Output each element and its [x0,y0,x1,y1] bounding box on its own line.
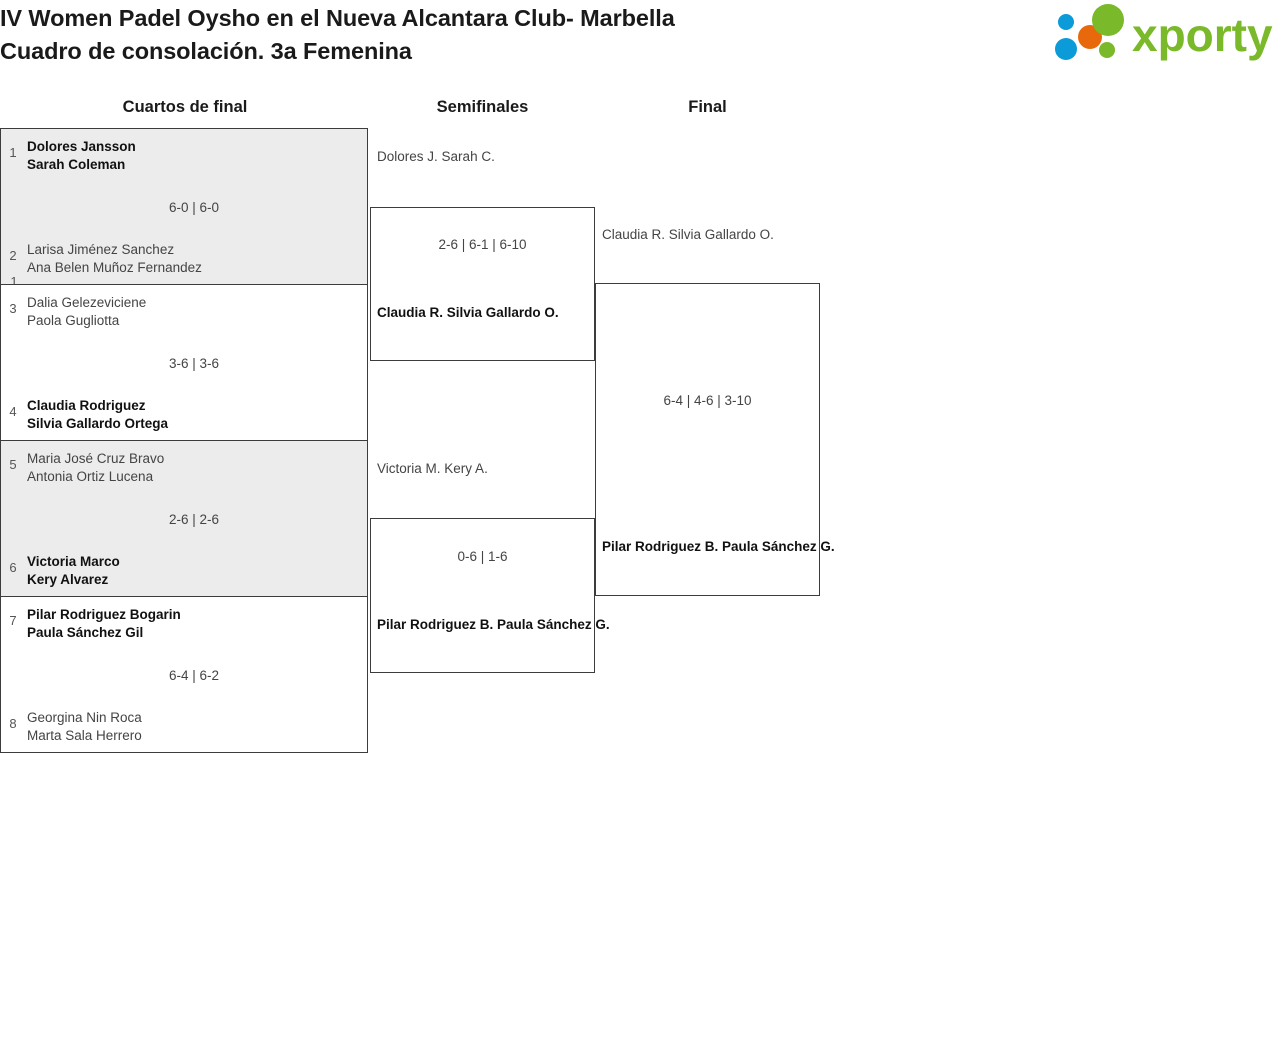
page-header: IV Women Padel Oysho en el Nueva Alcanta… [0,0,1280,88]
player-name: Claudia Rodriguez [27,398,146,413]
player-name: Claudia R. [377,305,444,320]
player-name: Claudia R. [602,227,666,242]
team-slot-bottom: Claudia Rodriguez Silvia Gallardo Ortega [27,397,361,433]
seed-label-1: 1 [9,145,17,160]
team-slot-top: Dolores Jansson Sarah Coleman [27,138,361,174]
xporty-logo-icon: xporty [1055,4,1273,61]
semifinal-1-score: 2-6 | 6-1 | 6-10 [438,237,527,252]
semifinal-1-team-top: Dolores J. Sarah C. [377,148,495,166]
page-title-line-2: Cuadro de consolación. 3a Femenina [0,38,412,64]
round-header-final: Final [688,98,727,116]
player-name: Paula Sánchez Gil [27,625,144,640]
team-slot-bottom: Larisa Jiménez Sanchez Ana Belen Muñoz F… [27,241,361,277]
semifinal-2-team-bottom: Pilar Rodriguez B. Paula Sánchez G. [377,616,610,634]
player-name: Maria José Cruz Bravo [27,451,165,466]
player-name: Larisa Jiménez Sanchez [27,242,175,257]
player-name: Paola Gugliotta [27,313,120,328]
seed-number: 1 [10,274,18,289]
player-name: Dalia Gelezeviciene [27,295,147,310]
match-final[interactable] [595,283,820,596]
player-name: Kery Alvarez [27,572,109,587]
page-title: IV Women Padel Oysho en el Nueva Alcanta… [0,2,900,68]
player-name: Paula Sánchez G. [722,539,835,554]
match-score: 2-6 | 2-6 [168,512,220,527]
match-quarterfinal-4[interactable]: Pilar Rodriguez Bogarin Paula Sánchez Gi… [0,596,368,753]
player-name: Silvia Gallardo Ortega [27,416,169,431]
page-title-line-1: IV Women Padel Oysho en el Nueva Alcanta… [0,5,675,31]
player-name: Antonia Ortiz Lucena [27,469,154,484]
player-name: Ana Belen Muñoz Fernandez [27,260,202,275]
seed-label-7: 7 [9,613,17,628]
seed-label-3: 3 [9,301,17,316]
semifinal-2-score: 0-6 | 1-6 [457,549,508,564]
team-slot-bottom: Georgina Nin Roca Marta Sala Herrero [27,709,361,745]
seed-label-4: 4 [9,404,17,419]
seed-label-5: 5 [9,457,17,472]
final-team-bottom: Pilar Rodriguez B. Paula Sánchez G. [602,538,835,556]
player-name: Marta Sala Herrero [27,728,142,743]
final-score: 6-4 | 4-6 | 3-10 [663,393,752,408]
final-team-top: Claudia R. Silvia Gallardo O. [602,226,774,244]
player-name: Dolores J. [377,149,438,164]
team-slot-bottom: Victoria Marco Kery Alvarez [27,553,361,589]
xporty-logo[interactable]: xporty [1046,4,1274,62]
seed-label-6: 6 [9,560,17,575]
team-slot-top: Dalia Gelezeviciene Paola Gugliotta [27,294,361,330]
match-quarterfinal-1[interactable]: 1 Dolores Jansson Sarah Coleman 6-0 | 6-… [0,128,368,392]
player-name: Paula Sánchez G. [497,617,610,632]
match-semifinal-1[interactable] [370,207,595,361]
seed-label-2: 2 [9,248,17,263]
player-name: Silvia Gallardo O. [446,305,559,320]
seed-label-8: 8 [9,716,17,731]
match-quarterfinal-3[interactable]: Maria José Cruz Bravo Antonia Ortiz Luce… [0,440,368,597]
svg-text:xporty: xporty [1132,9,1273,61]
player-name: Pilar Rodriguez B. [602,539,719,554]
match-score: 6-4 | 6-2 [168,668,220,683]
player-name: Victoria Marco [27,554,120,569]
round-header-quarterfinals: Cuartos de final [122,98,248,116]
team-slot-top: Pilar Rodriguez Bogarin Paula Sánchez Gi… [27,606,361,642]
player-name: Sarah Coleman [27,157,126,172]
player-name: Pilar Rodriguez B. [377,617,494,632]
player-name: Silvia Gallardo O. [668,227,774,242]
player-name: Sarah C. [441,149,495,164]
team-slot-top: Maria José Cruz Bravo Antonia Ortiz Luce… [27,450,361,486]
player-name: Victoria M. [377,461,441,476]
match-score: 6-0 | 6-0 [168,200,220,215]
match-semifinal-2[interactable] [370,518,595,673]
player-name: Dolores Jansson [27,139,136,154]
player-name: Kery A. [444,461,488,476]
match-quarterfinal-2[interactable]: Dalia Gelezeviciene Paola Gugliotta 3-6 … [0,284,368,441]
player-name: Georgina Nin Roca [27,710,142,725]
semifinal-1-team-bottom: Claudia R. Silvia Gallardo O. [377,304,559,322]
semifinal-2-team-top: Victoria M. Kery A. [377,460,488,478]
match-score: 3-6 | 3-6 [168,356,220,371]
player-name: Pilar Rodriguez Bogarin [27,607,181,622]
round-header-semifinals: Semifinales [436,98,529,116]
